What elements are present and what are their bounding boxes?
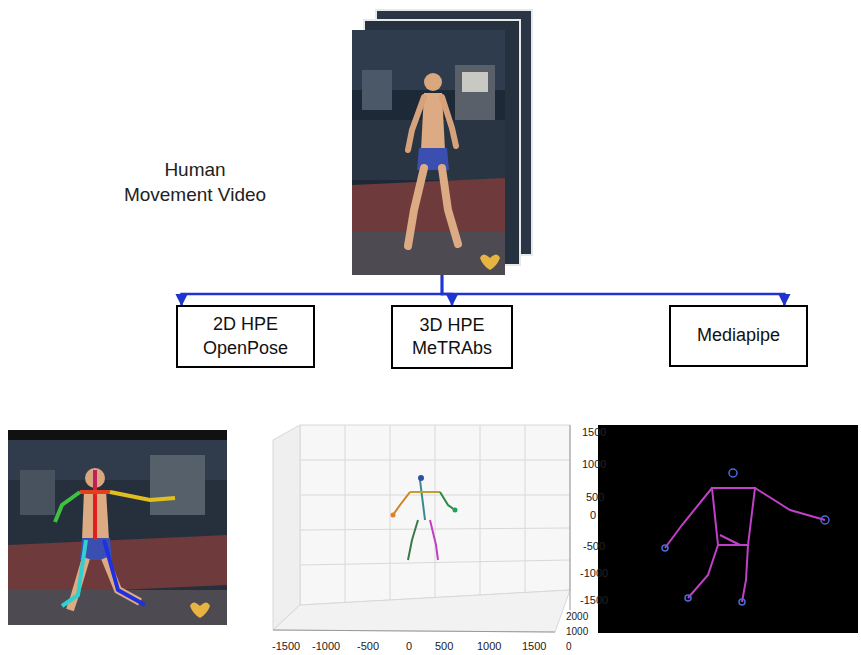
- axis-tick: -500: [583, 541, 605, 552]
- box-label: 3D HPE MeTRAbs: [402, 314, 502, 361]
- process-box: 3D HPE MeTRAbs: [391, 305, 513, 369]
- box-label: 2D HPE OpenPose: [190, 313, 302, 360]
- axis-tick: -500: [357, 641, 379, 652]
- process-box: Mediapipe: [669, 305, 808, 367]
- branch-arrow: [442, 275, 452, 305]
- axis-tick: 500: [586, 492, 604, 503]
- axis-tick: 1000: [477, 641, 501, 652]
- axis-tick: 1500: [522, 641, 546, 652]
- axis-tick: -1000: [312, 641, 340, 652]
- axis-tick: -1500: [580, 595, 608, 606]
- branch-arrow: [442, 275, 784, 305]
- axis-tick: 2000: [566, 612, 588, 622]
- box-label: Mediapipe: [683, 324, 795, 347]
- axis-tick: 0: [406, 641, 412, 652]
- axis-tick: -1500: [272, 641, 300, 652]
- axis-tick: 1000: [582, 459, 606, 470]
- video-frame: Human Movement Video: [352, 10, 532, 275]
- axis-tick: 1500: [582, 427, 606, 438]
- video-stack: [352, 10, 532, 275]
- branch-arrow: [182, 275, 442, 305]
- axis-tick: 1000: [566, 627, 588, 637]
- openpose-photo: [8, 430, 227, 625]
- axis-tick: -1000: [580, 568, 608, 579]
- input-heading: Human Movement Video: [120, 158, 270, 207]
- axis-tick: 0: [590, 510, 596, 521]
- 3d-plot: [273, 425, 570, 632]
- mediapipe-render: [598, 425, 858, 633]
- process-box: 2D HPE OpenPose: [176, 305, 315, 368]
- axis-tick: 0: [566, 642, 572, 652]
- axis-tick: 500: [435, 641, 453, 652]
- 3d-skeleton: [391, 475, 458, 560]
